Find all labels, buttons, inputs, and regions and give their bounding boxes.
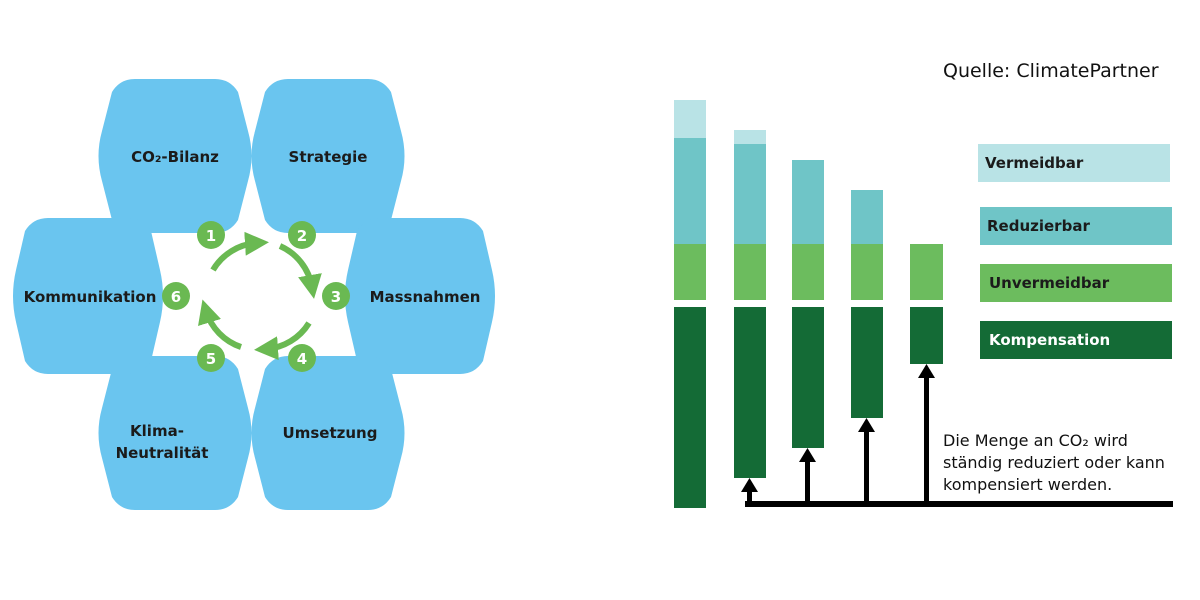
- hexagon-label: Umsetzung: [283, 424, 378, 442]
- hexagon-klima-neutralitaet: Klima- Neutralität: [98, 356, 252, 510]
- arrow-column-4: [858, 418, 875, 504]
- legend-item-vermeidbar: Vermeidbar: [978, 144, 1170, 182]
- hexagon-label: Kommunikation: [24, 288, 157, 306]
- hexagon-label-line1: Klima-: [130, 422, 184, 440]
- step-number-circle: [288, 221, 316, 249]
- step-number-text: 2: [297, 227, 307, 245]
- step-number-circle: [197, 221, 225, 249]
- step-number-4: 4: [288, 344, 316, 372]
- segment-unvermeidbar: [910, 244, 943, 300]
- column-1: [674, 100, 706, 508]
- segment-kompensation: [792, 307, 824, 448]
- legend-label: Kompensation: [989, 331, 1110, 349]
- step-number-circle: [288, 344, 316, 372]
- hexagon-label: Massnahmen: [370, 288, 481, 306]
- segment-unvermeidbar: [851, 244, 883, 300]
- hexagon-shape: [13, 218, 163, 374]
- arrow-shaft: [747, 490, 752, 504]
- legend-label: Vermeidbar: [985, 154, 1084, 172]
- arrow-shaft: [924, 376, 929, 504]
- step-number-circle: [197, 344, 225, 372]
- legend-item-kompensation: Kompensation: [980, 321, 1172, 359]
- source-label: Quelle: ClimatePartner: [943, 60, 1159, 82]
- cycle-arrow-4: [198, 299, 243, 350]
- segment-unvermeidbar: [792, 244, 824, 300]
- column-4: [851, 190, 883, 418]
- legend-item-reduzierbar: Reduzierbar: [980, 207, 1172, 245]
- legend-swatch: [980, 207, 1172, 245]
- hexagon-label: CO₂-Bilanz: [131, 148, 219, 166]
- cycle-arrow-3: [254, 321, 312, 361]
- legend-swatch: [980, 321, 1172, 359]
- hexagon-massnahmen: Massnahmen: [345, 218, 495, 374]
- segment-reduzierbar: [674, 138, 706, 244]
- step-number-text: 6: [171, 288, 181, 306]
- cycle-arrow-1: [210, 231, 269, 272]
- reduction-arrows: [741, 364, 1173, 507]
- segment-reduzierbar: [851, 190, 883, 244]
- step-number-6: 6: [162, 282, 190, 310]
- arrow-head: [918, 364, 935, 378]
- arrow-head: [858, 418, 875, 432]
- segment-unvermeidbar: [734, 244, 766, 300]
- hexagon-label-line2: Neutralität: [116, 444, 209, 462]
- hexagon-shape: [345, 218, 495, 374]
- arrow-column-3: [799, 448, 816, 504]
- column-3: [792, 160, 824, 448]
- step-number-circle: [162, 282, 190, 310]
- segment-reduzierbar: [734, 144, 766, 244]
- legend-label: Reduzierbar: [987, 217, 1090, 235]
- step-number-text: 5: [206, 350, 216, 368]
- step-number-1: 1: [197, 221, 225, 249]
- arrow-column-5: [918, 364, 935, 504]
- note-line-1: Die Menge an CO₂ wird: [943, 431, 1128, 450]
- note-line-3: kompensiert werden.: [943, 475, 1112, 494]
- legend-swatch: [980, 264, 1172, 302]
- hexagon-shape: [98, 79, 252, 233]
- hexagon-strategie: Strategie: [251, 79, 405, 233]
- legend: Vermeidbar Reduzierbar Unvermeidbar Komp…: [978, 144, 1172, 359]
- arrow-shaft: [805, 460, 810, 504]
- legend-swatch: [978, 144, 1170, 182]
- step-number-text: 1: [206, 227, 216, 245]
- step-number-text: 3: [331, 288, 341, 306]
- hexagon-shape: [98, 356, 252, 510]
- step-number-5: 5: [197, 344, 225, 372]
- hexagon-cycle: CO₂-Bilanz Strategie Massnahmen Umsetzun…: [13, 79, 495, 510]
- step-number-2: 2: [288, 221, 316, 249]
- hexagon-kommunikation: Kommunikation: [13, 218, 163, 374]
- arrow-head: [741, 478, 758, 492]
- column-2: [734, 130, 766, 478]
- segment-kompensation: [734, 307, 766, 478]
- hexagon-label: Strategie: [289, 148, 368, 166]
- segment-reduzierbar: [792, 160, 824, 244]
- segment-unvermeidbar: [674, 244, 706, 300]
- reduction-note: Die Menge an CO₂ wird ständig reduziert …: [943, 431, 1165, 494]
- arrow-head: [799, 448, 816, 462]
- segment-vermeidbar: [674, 100, 706, 138]
- legend-item-unvermeidbar: Unvermeidbar: [980, 264, 1172, 302]
- legend-label: Unvermeidbar: [989, 274, 1110, 292]
- arrow-column-2: [741, 478, 758, 504]
- segment-kompensation: [851, 307, 883, 418]
- segment-kompensation: [910, 307, 943, 364]
- cycle-arrow-2: [278, 243, 322, 299]
- segment-kompensation: [674, 307, 706, 508]
- step-number-circle: [322, 282, 350, 310]
- column-5: [910, 244, 943, 364]
- hexagon-shape: [251, 356, 405, 510]
- step-number-text: 4: [297, 350, 307, 368]
- step-number-3: 3: [322, 282, 350, 310]
- note-line-2: ständig reduziert oder kann: [943, 453, 1165, 472]
- segment-vermeidbar: [734, 130, 766, 144]
- hexagon-co2-bilanz: CO₂-Bilanz: [98, 79, 252, 233]
- arrow-baseline: [745, 501, 1173, 507]
- hexagon-umsetzung: Umsetzung: [251, 356, 405, 510]
- reduction-columns: [674, 100, 943, 508]
- cycle-arrows: [198, 231, 322, 361]
- hexagon-shape: [251, 79, 405, 233]
- arrow-shaft: [864, 430, 869, 504]
